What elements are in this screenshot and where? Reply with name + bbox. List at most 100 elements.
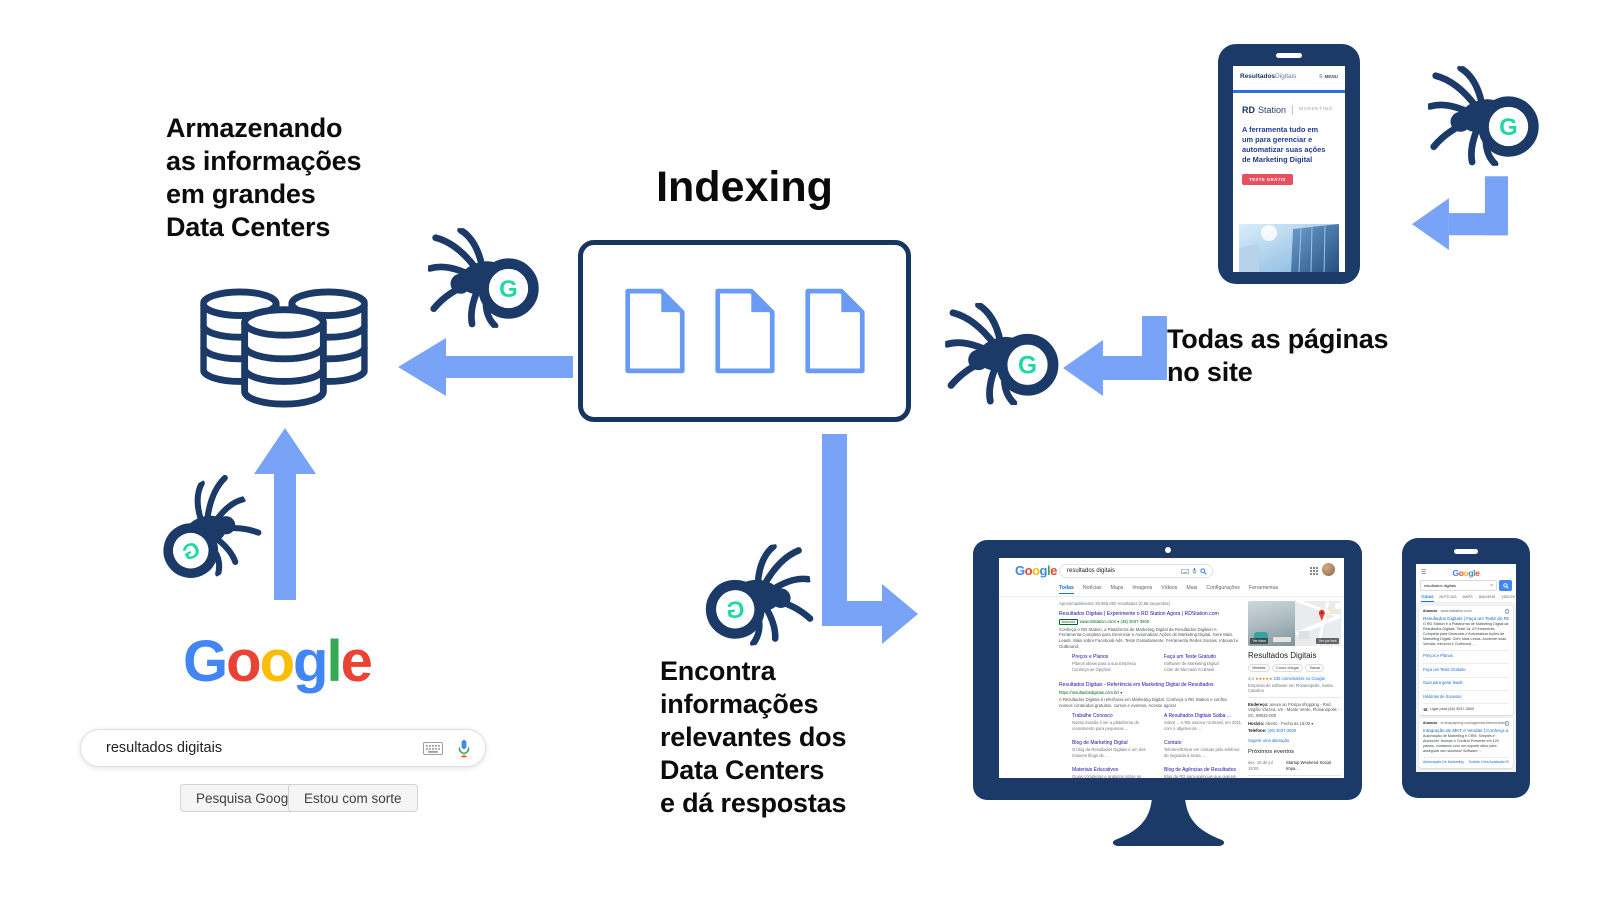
indexing-box [578,240,911,422]
sitelink-title[interactable]: A Resultados Digitais Saiba ... [1164,713,1231,720]
sitelink-title[interactable]: Contato [1164,740,1182,747]
tab-maps[interactable]: Maps [1110,585,1124,591]
sitelink-desc: Planos ideais para a sua Empresa Conheça… [1072,661,1136,672]
document-icon [801,288,869,374]
google-search-input[interactable]: resultados digitais [80,729,486,767]
reviews-link[interactable]: 235 comentários no Google [1273,675,1325,681]
tab-noticias[interactable]: NOTÍCIAS [1439,595,1457,599]
search-button[interactable] [1499,580,1512,591]
sitelink-title[interactable]: Preços e Planos [1072,654,1109,661]
mobile-ad-title[interactable]: Resultados Digitais | Faça um Teste do R… [1423,615,1509,621]
suggest-edit-link[interactable]: Sugerir uma alteração [1248,737,1290,743]
sitelink-desc: Nossa missão é ser a plataforma de cresc… [1072,720,1140,731]
clear-icon[interactable]: × [1490,582,1493,589]
sitelink[interactable]: Faça um Teste Gratuito [1423,663,1509,674]
mobile-ad-title[interactable]: Integração de MKT e Vendas | Conheça a S… [1423,727,1509,733]
monitor-mockup: Google resultados digitais [973,540,1362,800]
site-headline: A ferramenta tudo em um para gerenciar e… [1242,124,1326,164]
monitor-stand [1110,798,1227,848]
map-thumbnail[interactable]: Ver por fora [1294,601,1341,646]
sitelink[interactable]: Automação De Marketing [1423,760,1464,764]
menu-button[interactable]: ≡ MENU [1318,73,1338,80]
keyboard-icon[interactable] [423,741,443,755]
info-icon[interactable]: i [1504,609,1509,614]
sitelink-title[interactable]: Materiais Educativos [1072,767,1119,774]
phone-icon: ☎ [1423,706,1428,712]
sitelink: Trabalhe Conosco Nossa missão é ser a pl… [1072,713,1152,735]
keyboard-icon[interactable] [1181,568,1189,574]
results-search-input[interactable]: resultados digitais [1059,564,1213,578]
rating-row: 4,4 ★★★★★ 235 comentários no Google [1248,675,1325,681]
mobile-search-input[interactable]: resultados digitais × [1420,580,1497,591]
phone-line: Telefone: (48) 3037-3600 [1248,728,1297,734]
ver-por-fora-button[interactable]: Ver por fora [1316,638,1339,644]
website-button[interactable]: Website [1248,663,1270,672]
tab-maps[interactable]: MAPS [1462,595,1473,599]
phone-mockup-results: ☰ Google resultados digitais × [1402,538,1530,798]
events-title: Próximos eventos [1248,748,1295,755]
tab-mais[interactable]: Mais [1186,585,1198,591]
tab-configuracoes[interactable]: Configurações [1206,585,1240,591]
sitelink-title[interactable]: Blog de Marketing Digital [1072,740,1128,747]
apps-grid-icon[interactable] [1310,567,1318,575]
tab-videos[interactable]: VÍDEOS [1501,595,1515,599]
panel-divider [1248,696,1341,698]
ad-label: Anúncio · www.rdstation.com/ [1423,609,1472,614]
results-tabs: Todas Notícias Maps Imagens Vídeos Mais … [1059,585,1278,594]
como-chegar-button[interactable]: Como chegar [1272,663,1303,672]
google-logo-small: Google [1015,563,1057,578]
search-icon[interactable] [1200,567,1207,575]
blue-divider [1233,90,1345,93]
tab-todas[interactable]: Todas [1059,585,1074,594]
salvar-button[interactable]: Salvar [1305,663,1325,672]
ver-fotos-button[interactable]: Ver fotos [1250,638,1269,644]
office-photo[interactable]: Ver fotos [1248,601,1295,646]
organic-result-title[interactable]: Resultados Digitais - Referência em Mark… [1059,682,1214,689]
sitelink-title[interactable]: Blog de Agências de Resultados [1164,767,1236,774]
sitelink: Blog de Marketing Digital O blog da Resu… [1072,740,1152,762]
tab-videos[interactable]: Vídeos [1161,585,1178,591]
sitelink-title[interactable]: Faça um Teste Gratuito [1164,654,1216,661]
tab-imagens[interactable]: IMAGENS [1478,595,1496,599]
mobile-ad-card: Anúncio · www.rdstation.com/ i Resultado… [1419,606,1513,715]
mobile-tabs: TODAS NOTÍCIAS MAPS IMAGENS VÍDEOS [1420,591,1515,603]
sitelink: Materiais Educativos Guias completos e g… [1072,767,1152,778]
info-icon[interactable]: i [1504,721,1509,726]
sitelink[interactable]: Guia para gerar leads [1423,676,1509,688]
ad-result-title[interactable]: Resultados Digitais | Experimente o RD S… [1059,611,1219,617]
event-row[interactable]: qua, 24 de jul 2º semestre de 2019 [1248,774,1341,778]
mic-icon[interactable] [457,739,471,758]
google-bot-spider-icon [1428,66,1543,166]
teste-gratis-button[interactable]: TESTE GRÁTIS [1242,173,1293,185]
ad-badge: Anúncio [1059,618,1078,625]
sitelink: Contato Telefone/Entrar em contato pelo … [1164,740,1244,762]
all-pages-label: Todas as páginas no site [1167,324,1389,387]
call-row[interactable]: ☎ Ligar para (48) 3037-3600 [1423,703,1509,714]
sitelink: Preços e Planos Planos ideais para a sua… [1072,654,1152,676]
storing-label: Armazenando as informações em grandes Da… [166,113,362,242]
tab-todas[interactable]: TODAS [1421,595,1434,602]
sitelink[interactable]: Histórias de Sucesso [1423,690,1509,701]
estou-com-sorte-button[interactable]: Estou com sorte [288,784,418,812]
hamburger-icon[interactable]: ☰ [1421,570,1427,576]
document-icon [711,288,779,374]
arrow-elbow-left-icon [1412,176,1508,252]
tab-imagens[interactable]: Imagens [1132,585,1153,591]
avatar[interactable] [1322,563,1335,576]
sitelink-title[interactable]: Trabalhe Conosco [1072,713,1113,720]
address-line: Endereço: anexo ao Floripa shopping - Ro… [1248,701,1340,719]
arrow-elbow-down-right-icon [822,434,918,648]
sitelink[interactable]: Preços e Planos [1423,649,1509,661]
tab-noticias[interactable]: Notícias [1082,585,1102,591]
mobile-results-screen: ☰ Google resultados digitais × [1416,564,1516,772]
mic-icon[interactable] [1192,567,1197,575]
document-icon [621,288,689,374]
site-brand: ResultadosDigitais [1240,73,1297,80]
sitelink-desc: Guias completos e gratuitos sobre os pri… [1072,774,1142,778]
arrow-up-icon [252,428,318,600]
sitelink[interactable]: Solicite Uma Avaliação Remota [1468,760,1509,764]
tab-ferramentas[interactable]: Ferramentas [1248,585,1279,591]
